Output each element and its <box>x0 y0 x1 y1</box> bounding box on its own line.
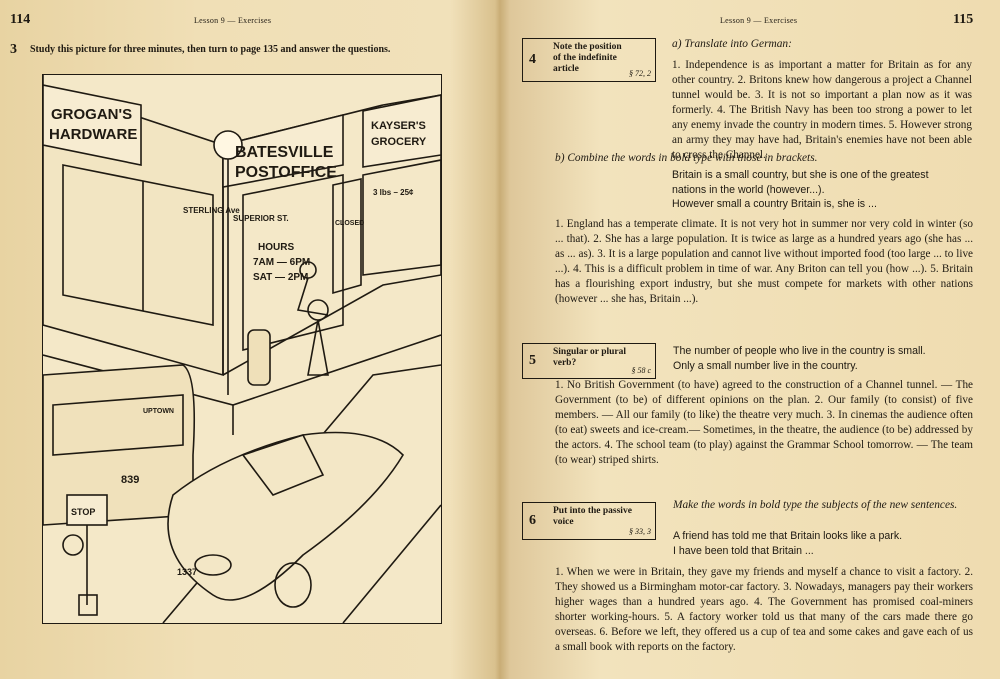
exercise-number: 6 <box>529 513 536 528</box>
exercise-number: 3 <box>10 42 17 57</box>
exercise-6-heading: Make the words in bold type the subjects… <box>673 499 958 511</box>
example-line: nations in the world (however...). <box>672 183 825 196</box>
car-plate: 1337 <box>177 567 197 577</box>
exercise-6-title: Put into the passive voice <box>553 506 632 528</box>
street-sign-sterling: STERLING Ave <box>183 206 240 215</box>
title-line: of the indefinite <box>553 53 617 63</box>
exercise-number: 4 <box>529 52 536 67</box>
exercise-4-box: 4 Note the position of the indefinite ar… <box>522 38 656 82</box>
exercise-5-title: Singular or plural verb? <box>553 347 626 369</box>
exercise-5-text: 1. No British Government (to have) agree… <box>555 379 973 466</box>
sign-post-office-line1: BATESVILLE <box>235 144 334 161</box>
title-line: voice <box>553 517 574 527</box>
grammar-reference: § 58 c <box>631 366 651 375</box>
sign-price: 3 lbs – 25¢ <box>373 188 414 197</box>
street-illustration: GROGAN'S HARDWARE BATESVILLE POSTOFFICE … <box>42 74 442 624</box>
page-number: 114 <box>10 12 31 27</box>
sign-post-office-line2: POSTOFFICE <box>235 164 337 181</box>
title-line: Put into the passive <box>553 506 632 516</box>
exercise-4b-text: 1. England has a temperate climate. It i… <box>555 218 973 305</box>
hours-line3: SAT — 2PM <box>253 272 308 283</box>
exercise-4a-text: 1. Independence is as important a matter… <box>672 59 972 161</box>
example-line: However small a country Britain is, she … <box>672 198 877 210</box>
street-sign-superior: SUPERIOR ST. <box>233 214 289 223</box>
title-line: article <box>553 64 579 74</box>
exercise-instruction: Study this picture for three minutes, th… <box>30 44 391 55</box>
title-line: Note the position <box>553 42 622 52</box>
sign-kaysers-line1: KAYSER'S <box>371 120 426 132</box>
bus-number: 839 <box>121 474 139 486</box>
grammar-reference: § 72, 2 <box>629 69 651 78</box>
hours-line2: 7AM — 6PM <box>253 257 310 268</box>
exercise-4a-heading: a) Translate into German: <box>672 38 792 50</box>
hours-line1: HOURS <box>258 242 294 253</box>
exercise-6-box: 6 Put into the passive voice § 33, 3 <box>522 502 656 540</box>
bus-stop-sign: STOP <box>71 507 95 517</box>
exercise-number: 5 <box>529 353 536 368</box>
street-scene-drawing: GROGAN'S HARDWARE BATESVILLE POSTOFFICE … <box>43 75 441 623</box>
example-line: I have been told that Britain ... <box>673 544 814 557</box>
example-line: A friend has told me that Britain looks … <box>673 530 903 542</box>
exercise-4b-example: Britain is a small country, but she is o… <box>672 168 974 212</box>
sign-closed: CLOSED <box>335 220 364 227</box>
running-head: Lesson 9 — Exercises <box>194 16 272 25</box>
sign-grogans-line2: HARDWARE <box>49 126 137 143</box>
bus-route-sign: UPTOWN <box>143 408 174 415</box>
right-page: Lesson 9 — Exercises 115 4 Note the posi… <box>505 0 1000 679</box>
exercise-5-example: The number of people who live in the cou… <box>673 344 973 373</box>
example-line: Only a small number live in the country. <box>673 359 858 372</box>
sign-grogans-line1: GROGAN'S <box>51 106 132 123</box>
running-head: Lesson 9 — Exercises <box>720 16 798 25</box>
example-line: The number of people who live in the cou… <box>673 345 926 357</box>
exercise-6-example: A friend has told me that Britain looks … <box>673 529 973 558</box>
title-line: verb? <box>553 358 577 368</box>
grammar-reference: § 33, 3 <box>629 527 651 536</box>
sign-kaysers-line2: GROCERY <box>371 136 427 148</box>
exercise-4-title: Note the position of the indefinite arti… <box>553 42 622 75</box>
example-line: Britain is a small country, but she is o… <box>672 169 929 181</box>
exercise-6-text: 1. When we were in Britain, they gave my… <box>555 566 973 653</box>
left-page: 114 Lesson 9 — Exercises 3 Study this pi… <box>0 0 495 679</box>
title-line: Singular or plural <box>553 347 627 357</box>
exercise-4b-heading: b) Combine the words in bold type with t… <box>555 152 818 164</box>
page-number: 115 <box>953 12 974 27</box>
exercise-5-box: 5 Singular or plural verb? § 58 c <box>522 343 656 379</box>
